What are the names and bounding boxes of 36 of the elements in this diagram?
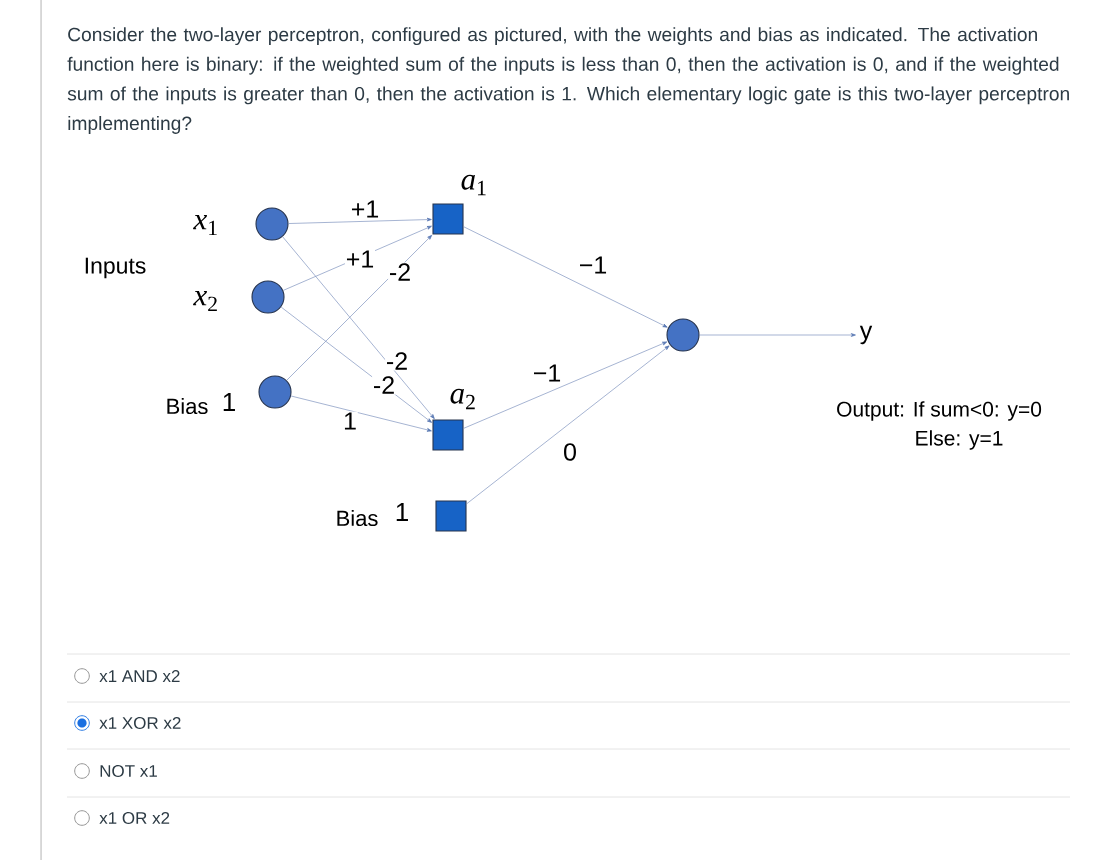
bias-label: Bias <box>167 397 208 415</box>
weight-label: +1 <box>344 249 376 269</box>
arrow <box>286 234 433 381</box>
arrow <box>466 345 670 505</box>
arrow <box>463 341 668 429</box>
weight-label: 0 <box>562 442 578 462</box>
weight-label: -2 <box>388 262 412 282</box>
variable-label: a$_{1}$ <box>461 174 486 196</box>
weight-label: 1 <box>342 411 358 431</box>
question-text: Consider the two-layer perceptron, configured as pictured, with the weights and bias as indicated. The activation function here is binary: if the weighted sum of the inputs is less than 0, then the activation is 0, and if the weighted sum of the inputs is greater than 0, then the activation is 1. Which elementary logic gate is this two-layer perceptron implementing? <box>67 27 1069 134</box>
neuron-circle <box>666 318 700 352</box>
arrow <box>288 217 432 224</box>
bias-value: 1 <box>223 393 235 411</box>
arrow <box>280 306 432 423</box>
weight-label: +1 <box>349 199 381 219</box>
output-rule: Output: If sum<0: y=0 <box>837 401 1042 421</box>
answer-option: NOT x1 <box>100 765 157 778</box>
arrow <box>282 236 435 419</box>
weight-label: −1 <box>531 363 563 383</box>
inputs-label: Inputs <box>85 257 146 279</box>
variable-label: x$_{1}$ <box>193 215 217 235</box>
arrow <box>463 226 668 328</box>
answer-option: x1 XOR x2 <box>99 717 181 730</box>
variable-label: a$_{2}$ <box>450 388 475 410</box>
answer-option: x1 AND x2 <box>99 670 180 682</box>
variable-label: x$_{2}$ <box>193 291 217 311</box>
output-rule: Else: y=1 <box>916 430 1003 450</box>
arrow <box>290 395 432 432</box>
arrow <box>699 333 856 337</box>
bias-label: Bias <box>337 509 378 527</box>
weight-label: -2 <box>385 351 409 371</box>
weight-label: −1 <box>577 255 609 275</box>
bias-value: 1 <box>396 503 408 521</box>
answer-option: x1 OR x2 <box>99 812 170 825</box>
output-label: y <box>859 325 873 345</box>
weight-label: -2 <box>372 375 396 395</box>
